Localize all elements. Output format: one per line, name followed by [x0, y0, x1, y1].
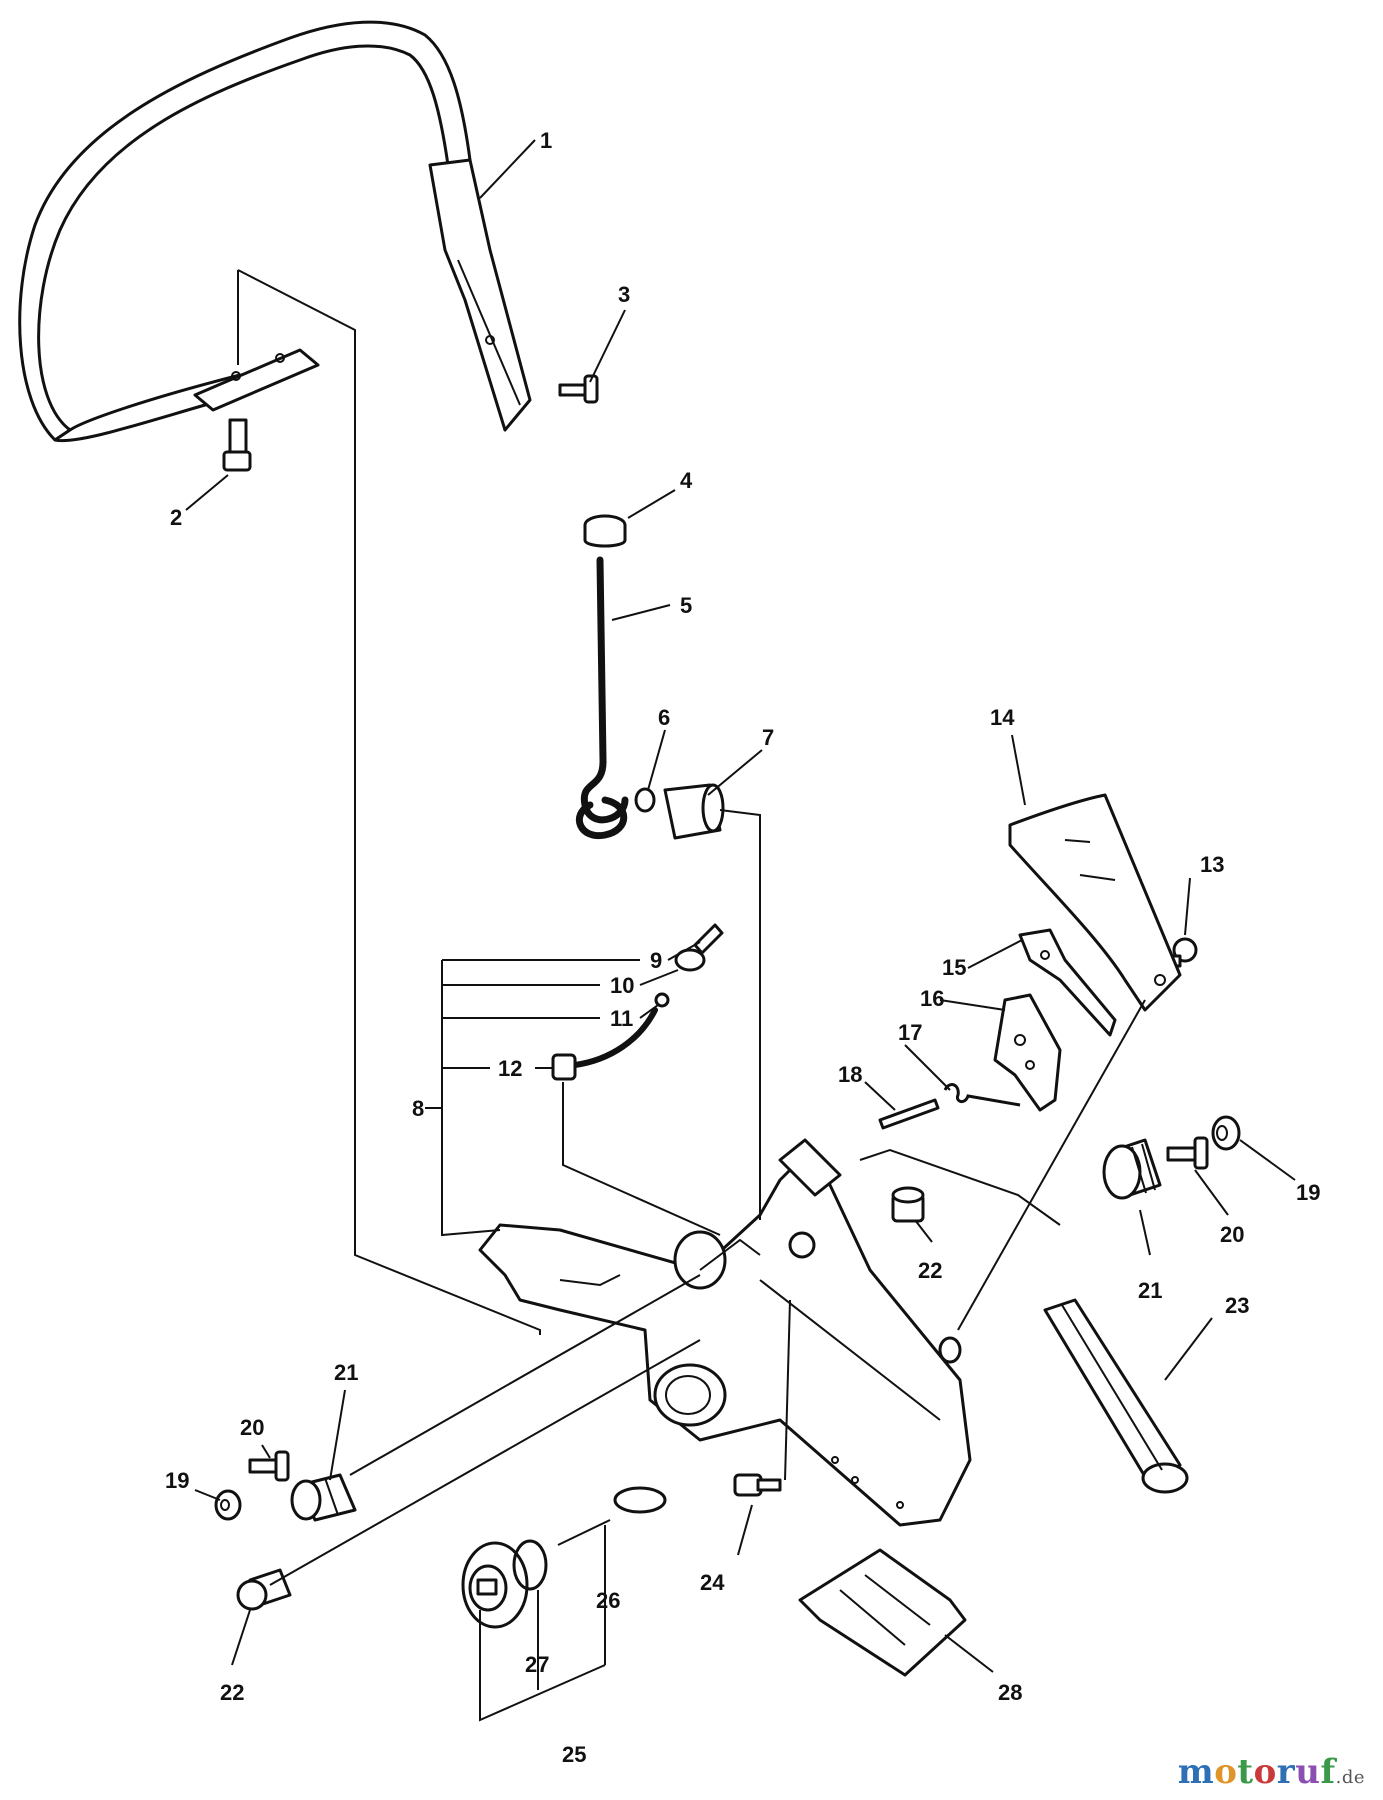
- callout-25: 25: [562, 1742, 586, 1767]
- callout-27: 27: [525, 1652, 549, 1677]
- fuel-hose-5: [575, 556, 629, 840]
- bolt-20-left: [248, 1450, 290, 1482]
- callout-24: 24: [700, 1570, 725, 1595]
- oil-pickup-assembly: [551, 923, 724, 1081]
- grommet-4: [583, 514, 627, 548]
- bolt-20-right: [1166, 1136, 1209, 1170]
- screw-3: [558, 374, 599, 404]
- oil-cap-25: [461, 1541, 529, 1629]
- washer-19-right: [1211, 1115, 1241, 1151]
- callout-18: 18: [838, 1062, 862, 1087]
- crankcase-8: [478, 1138, 972, 1527]
- callout-9: 9: [650, 948, 662, 973]
- callout-16: 16: [920, 986, 944, 1011]
- callout-11: 11: [610, 1006, 633, 1031]
- av-mount-21-left: [290, 1473, 357, 1522]
- callout-10: 10: [610, 973, 634, 998]
- callout-22-left: 22: [220, 1680, 244, 1705]
- callout-8: 8: [412, 1096, 424, 1121]
- plug-22-left: [236, 1568, 292, 1611]
- callout-19-left: 19: [165, 1468, 189, 1493]
- callout-14: 14: [990, 705, 1015, 730]
- fitting-6: [634, 787, 656, 813]
- washer-19-left: [214, 1489, 242, 1521]
- brake-bracket-16: [993, 993, 1062, 1112]
- callout-23: 23: [1225, 1293, 1249, 1318]
- bumper-cover-23: [1043, 1298, 1189, 1494]
- callout-2: 2: [170, 505, 182, 530]
- handle-mounting-plate: [193, 348, 320, 412]
- callout-17: 17: [898, 1020, 922, 1045]
- callout-21-right: 21: [1138, 1278, 1162, 1303]
- pin-18: [878, 1098, 940, 1130]
- guard-plate-28: [798, 1548, 967, 1677]
- fuel-filter-7: [663, 783, 725, 840]
- callout-13: 13: [1200, 852, 1224, 877]
- callout-28: 28: [998, 1680, 1022, 1705]
- av-mount-21-right: [1102, 1138, 1162, 1200]
- brake-lever-15: [1018, 928, 1117, 1037]
- callout-19-right: 19: [1296, 1180, 1320, 1205]
- callout-20-left: 20: [240, 1415, 264, 1440]
- callout-6: 6: [658, 705, 670, 730]
- o-ring-27: [512, 1539, 548, 1591]
- cap-strap-26: [557, 1486, 667, 1546]
- callout-5: 5: [680, 593, 692, 618]
- bolt-2: [222, 418, 252, 472]
- callout-3: 3: [618, 282, 630, 307]
- callout-leaders: [185, 139, 1296, 1722]
- plug-22-right: [891, 1186, 925, 1223]
- callout-1: 1: [540, 128, 552, 153]
- spring-17: [943, 1083, 1021, 1107]
- screw-24: [733, 1473, 782, 1497]
- callout-22-right: 22: [918, 1258, 942, 1283]
- callout-7: 7: [762, 725, 774, 750]
- callout-4: 4: [680, 468, 693, 493]
- front-handle-bar: [18, 20, 532, 443]
- motoruf-watermark-logo: motoruf.de: [1177, 1752, 1365, 1792]
- callout-21-left: 21: [334, 1360, 358, 1385]
- callout-20-right: 20: [1220, 1222, 1244, 1247]
- callout-12: 12: [498, 1056, 522, 1081]
- callout-26: 26: [596, 1588, 620, 1613]
- assembly-guide-lines: [237, 269, 1146, 1586]
- callout-labels: 1 2 3 4 5 6 7 8 9 10 11 12 13 14 15 16 1…: [165, 128, 1320, 1767]
- chain-cover-14: [1008, 793, 1182, 1012]
- callout-15: 15: [942, 955, 966, 980]
